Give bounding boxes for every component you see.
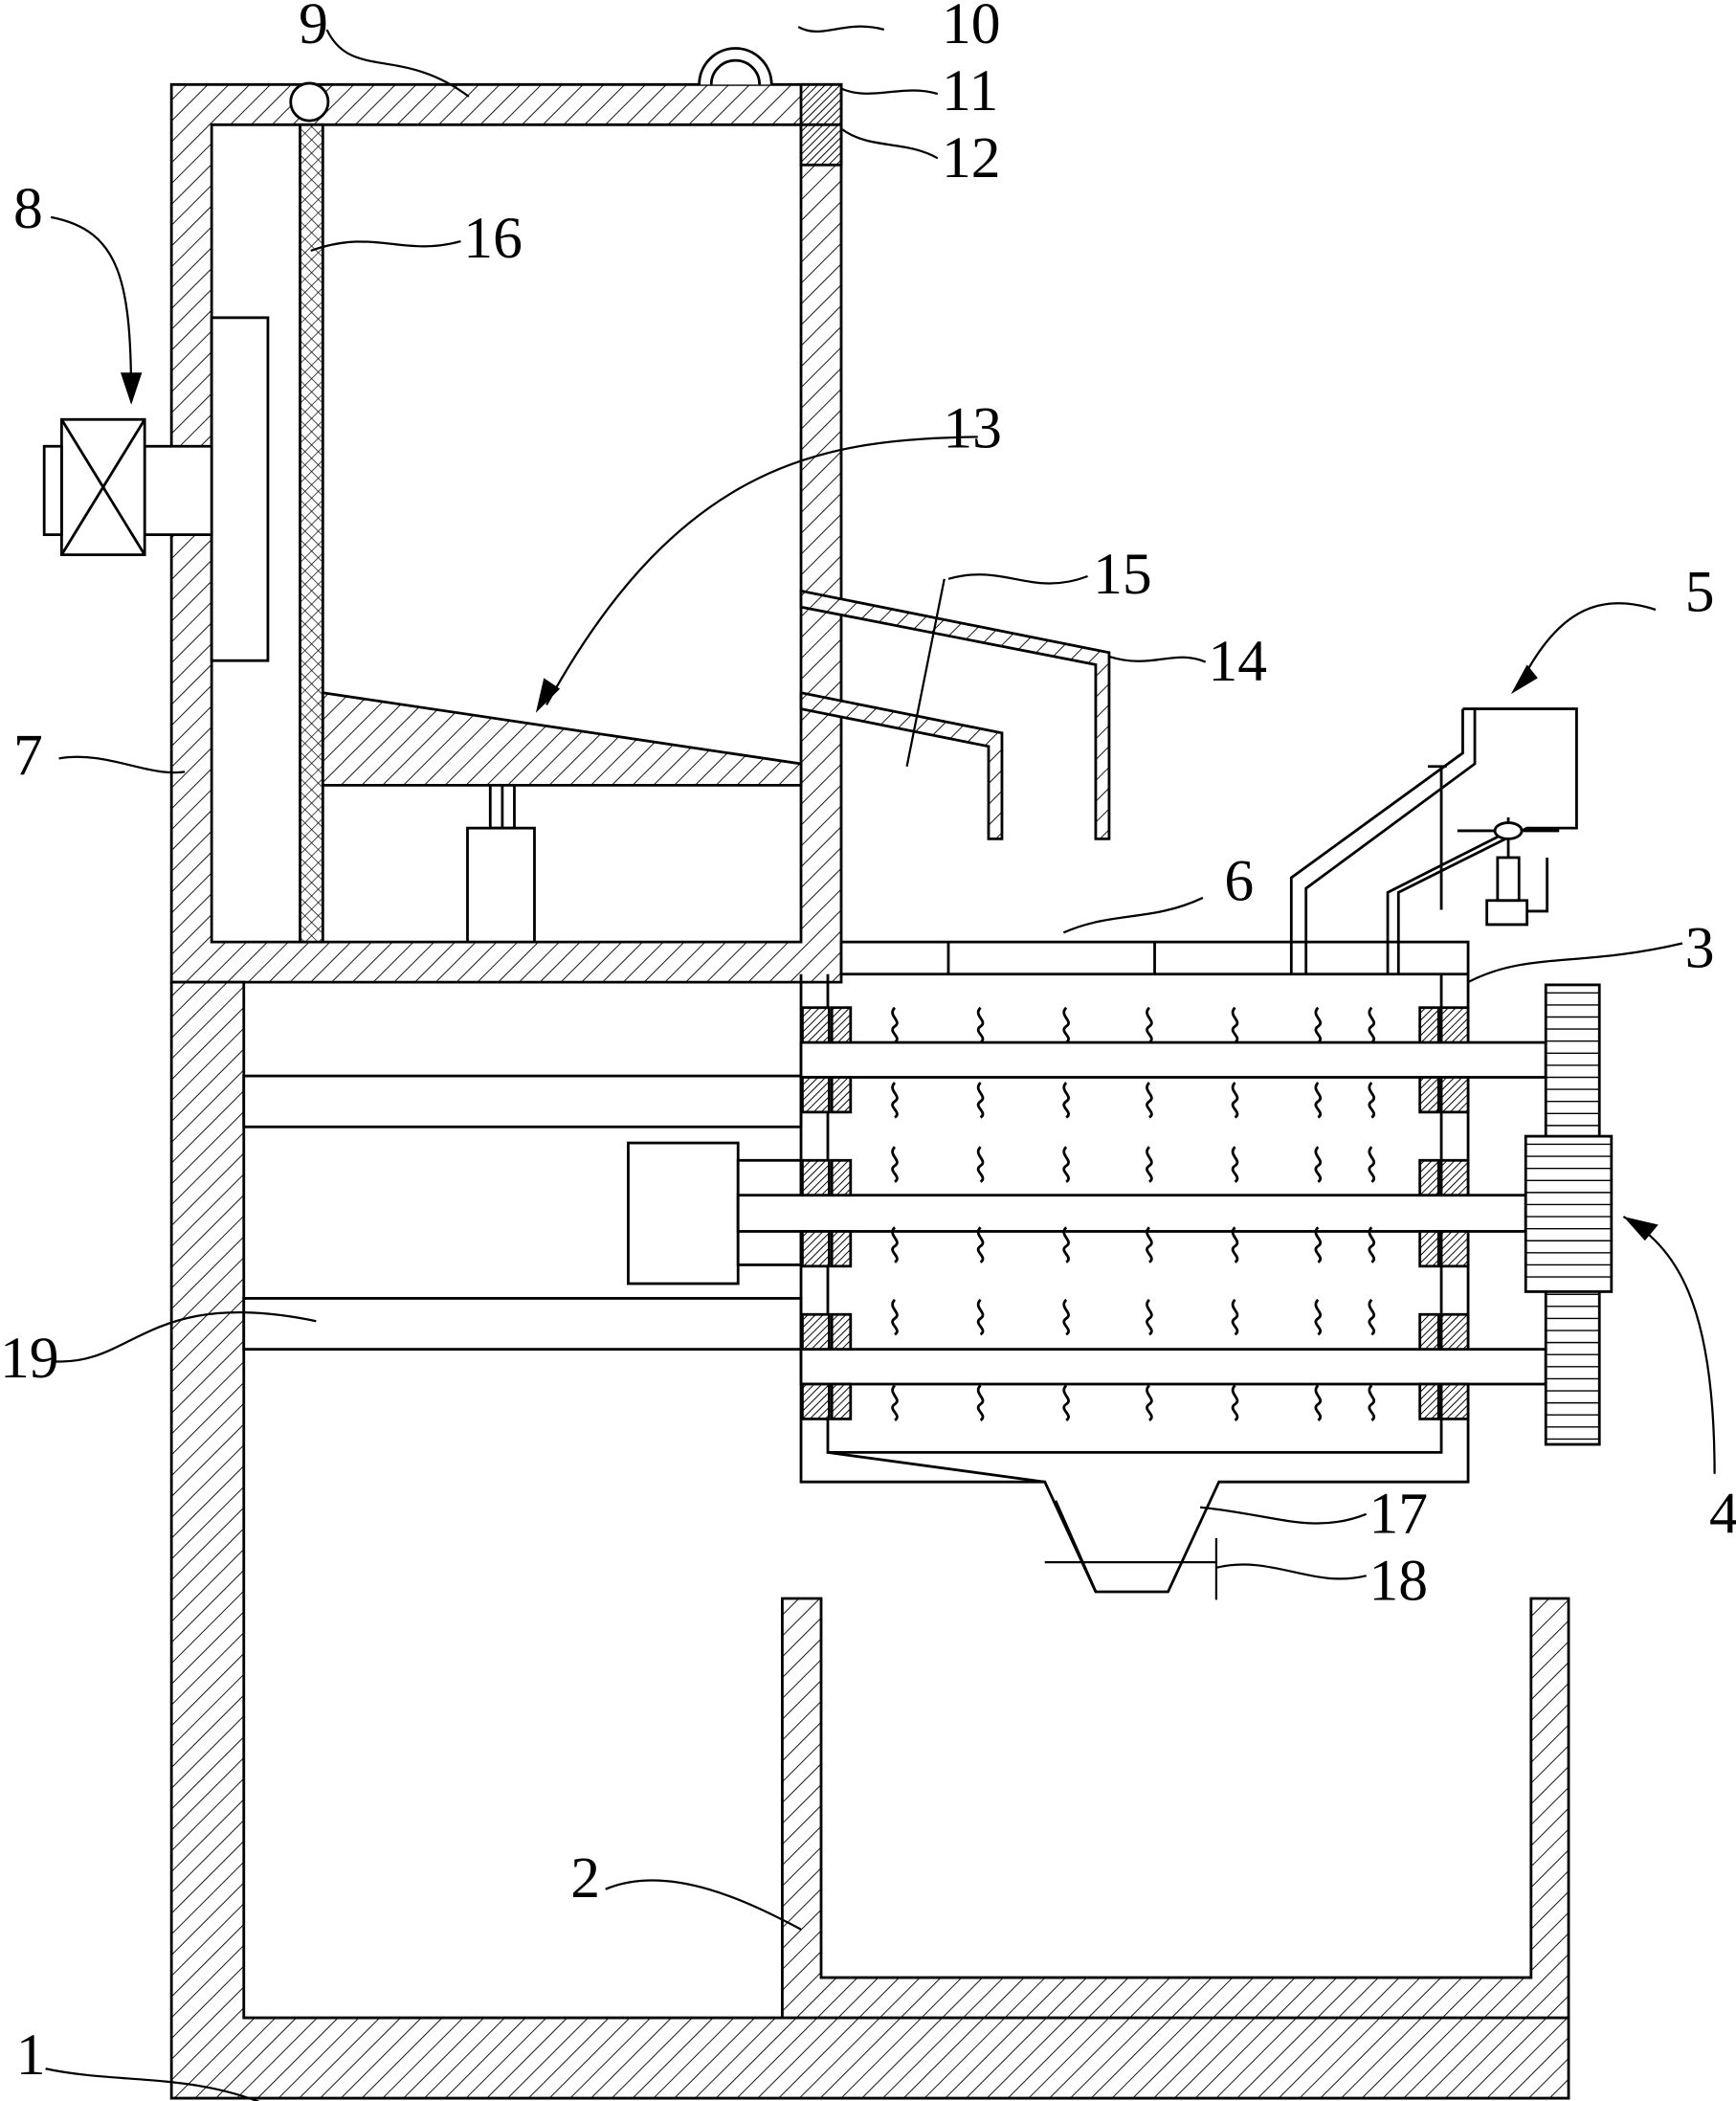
arrow-8	[120, 372, 143, 405]
beam-lower-19	[242, 1297, 803, 1352]
seal-block-12	[799, 123, 843, 167]
screen-plate-13	[321, 691, 803, 787]
label-5: 5	[1685, 559, 1715, 624]
hopper-17	[1054, 1500, 1098, 1593]
label-17: 17	[1369, 1481, 1428, 1546]
motor-8-shaft	[143, 444, 213, 537]
label-3: 3	[1685, 916, 1715, 981]
shaft-2	[736, 1194, 1527, 1233]
label-4: 4	[1709, 1481, 1736, 1546]
slider-plate	[210, 316, 270, 662]
label-8: 8	[13, 176, 43, 241]
label-10: 10	[942, 0, 1001, 56]
crusher-blades	[891, 1006, 1376, 1421]
gear-small-teeth	[1525, 1143, 1612, 1278]
guide-rail-16	[299, 123, 324, 944]
handle-10	[698, 47, 773, 85]
label-9: 9	[299, 0, 328, 56]
motor-8-cap	[42, 444, 63, 537]
drive-motor	[627, 1141, 740, 1285]
feeder-hopper-5	[1289, 707, 1578, 974]
motor-8-cross	[60, 418, 146, 556]
shaft-3	[799, 1348, 1547, 1386]
crusher-casing-3	[799, 973, 1470, 1594]
label-19: 19	[0, 1326, 59, 1391]
label-11: 11	[942, 58, 998, 123]
label-6: 6	[1224, 849, 1254, 914]
gear-small	[1524, 1134, 1614, 1293]
label-12: 12	[942, 125, 1001, 190]
cylinder-body	[466, 826, 536, 944]
label-7: 7	[13, 723, 43, 788]
label-16: 16	[463, 206, 523, 271]
leader-lines	[45, 25, 1716, 2101]
arrow-5	[1510, 664, 1538, 695]
label-14: 14	[1209, 629, 1268, 694]
upper-housing-wall	[169, 82, 843, 984]
label-18: 18	[1369, 1548, 1428, 1613]
collection-box-2	[781, 1597, 1570, 2020]
seal-block-11	[799, 82, 843, 126]
beam-upper	[242, 1074, 803, 1129]
shaft-1	[799, 1040, 1547, 1079]
chute-upper	[799, 589, 1111, 840]
roller-top	[289, 81, 330, 123]
label-2: 2	[570, 1845, 600, 1911]
label-15: 15	[1093, 542, 1152, 607]
arrow-4	[1623, 1217, 1658, 1241]
label-1: 1	[16, 2023, 46, 2088]
base-frame-1	[169, 980, 1570, 2100]
arrow-13	[535, 678, 561, 713]
label-13: 13	[943, 396, 1002, 461]
bearings	[801, 1006, 1470, 1420]
chute-lower	[799, 691, 1004, 840]
